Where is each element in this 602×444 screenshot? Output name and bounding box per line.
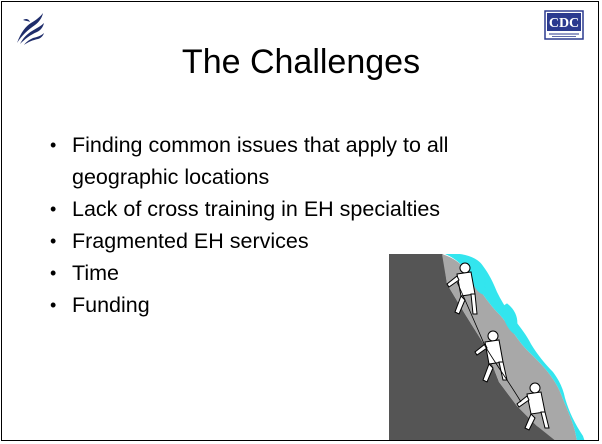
- climber-bottom: [516, 382, 550, 431]
- climber-top: [446, 262, 478, 315]
- cdc-logo-icon: CDC: [544, 10, 584, 40]
- slide-title: The Challenges: [181, 43, 421, 81]
- bullet-item-time: Time: [50, 257, 592, 289]
- bullet-item-common-issues: Finding common issues that apply to all: [50, 129, 592, 161]
- bullet-list: Finding common issues that apply to all …: [50, 129, 592, 321]
- bullet-item-common-issues-continued: geographic locations: [72, 165, 270, 189]
- hhs-eagle-logo-icon: [17, 13, 44, 45]
- bullet-item-cross-training: Lack of cross training in EH specialties: [50, 193, 592, 225]
- climber-middle: [474, 330, 508, 383]
- bullet-item-fragmented-services: Fragmented EH services: [50, 225, 592, 257]
- bullet-item-funding: Funding: [50, 289, 592, 321]
- mountain-climbers-illustration-icon: [389, 254, 585, 440]
- cdc-logo-text: CDC: [549, 16, 579, 31]
